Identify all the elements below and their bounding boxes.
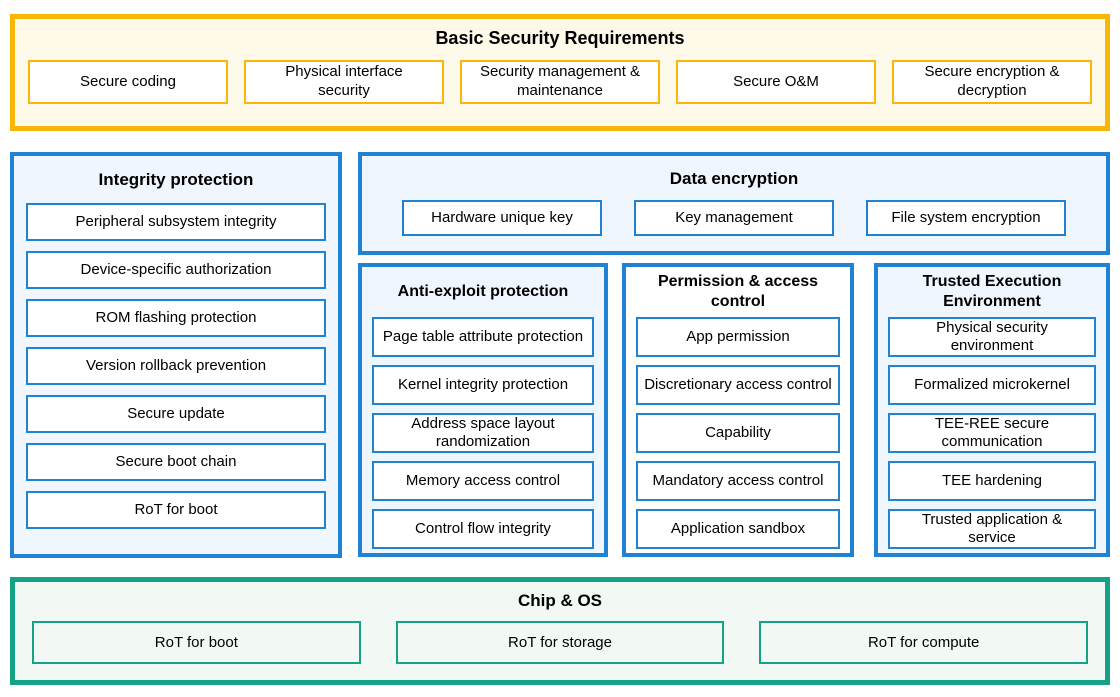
basic-security-panel: Basic Security Requirements Secure codin… [10,14,1110,131]
chipos-box-rot-for-compute: RoT for compute [759,621,1089,664]
integrity-protection-panel: Integrity protection Peripheral subsyste… [10,152,342,558]
anti-box-memory-access-control: Memory access control [372,461,594,501]
dataenc-box-key-management: Key management [634,200,834,236]
tee-box-tee-ree-communication: TEE-REE secure communication [888,413,1096,453]
chip-os-row: RoT for boot RoT for storage RoT for com… [15,621,1105,664]
basic-box-secure-om: Secure O&M [676,60,876,104]
tee-box-tee-hardening: TEE hardening [888,461,1096,501]
tee-panel: Trusted Execution Environment Physical s… [874,263,1110,557]
anti-box-aslr: Address space layout randomization [372,413,594,453]
integrity-box-peripheral-subsystem: Peripheral subsystem integrity [26,203,326,241]
perm-box-app-permission: App permission [636,317,840,357]
dataenc-box-file-system-encryption: File system encryption [866,200,1066,236]
perm-box-mandatory-access: Mandatory access control [636,461,840,501]
anti-exploit-title: Anti-exploit protection [397,283,569,300]
anti-exploit-list: Page table attribute protection Kernel i… [362,317,604,549]
integrity-box-secure-update: Secure update [26,395,326,433]
basic-box-security-management: Security management & maintenance [460,60,660,104]
chip-os-panel: Chip & OS RoT for boot RoT for storage R… [10,577,1110,685]
basic-security-row: Secure coding Physical interface securit… [15,60,1105,104]
chipos-box-rot-for-boot: RoT for boot [32,621,361,664]
integrity-box-rom-flashing: ROM flashing protection [26,299,326,337]
dataenc-box-hardware-unique-key: Hardware unique key [402,200,602,236]
integrity-box-rot-for-boot: RoT for boot [26,491,326,529]
data-encryption-panel: Data encryption Hardware unique key Key … [358,152,1110,255]
permission-access-title: Permission & access control [657,273,819,310]
basic-security-title: Basic Security Requirements [435,28,685,48]
integrity-protection-list: Peripheral subsystem integrity Device-sp… [14,203,338,529]
permission-access-list: App permission Discretionary access cont… [626,317,850,549]
perm-box-discretionary-access: Discretionary access control [636,365,840,405]
anti-box-control-flow-integrity: Control flow integrity [372,509,594,549]
anti-box-page-table-attribute: Page table attribute protection [372,317,594,357]
basic-box-secure-coding: Secure coding [28,60,228,104]
tee-box-physical-security-env: Physical security environment [888,317,1096,357]
data-encryption-title: Data encryption [669,169,799,188]
permission-access-panel: Permission & access control App permissi… [622,263,854,557]
integrity-box-version-rollback: Version rollback prevention [26,347,326,385]
chipos-box-rot-for-storage: RoT for storage [395,621,725,664]
integrity-box-device-specific-auth: Device-specific authorization [26,251,326,289]
perm-box-application-sandbox: Application sandbox [636,509,840,549]
anti-box-kernel-integrity: Kernel integrity protection [372,365,594,405]
integrity-protection-title: Integrity protection [98,170,254,189]
data-encryption-row: Hardware unique key Key management File … [362,200,1106,236]
tee-box-trusted-application: Trusted application & service [888,509,1096,549]
tee-title: Trusted Execution Environment [922,273,1062,310]
tee-box-formalized-microkernel: Formalized microkernel [888,365,1096,405]
chip-os-title: Chip & OS [517,591,603,610]
integrity-box-secure-boot-chain: Secure boot chain [26,443,326,481]
basic-box-physical-interface-security: Physical interface security [244,60,444,104]
basic-box-secure-encryption: Secure encryption & decryption [892,60,1092,104]
perm-box-capability: Capability [636,413,840,453]
anti-exploit-panel: Anti-exploit protection Page table attri… [358,263,608,557]
tee-list: Physical security environment Formalized… [878,317,1106,549]
